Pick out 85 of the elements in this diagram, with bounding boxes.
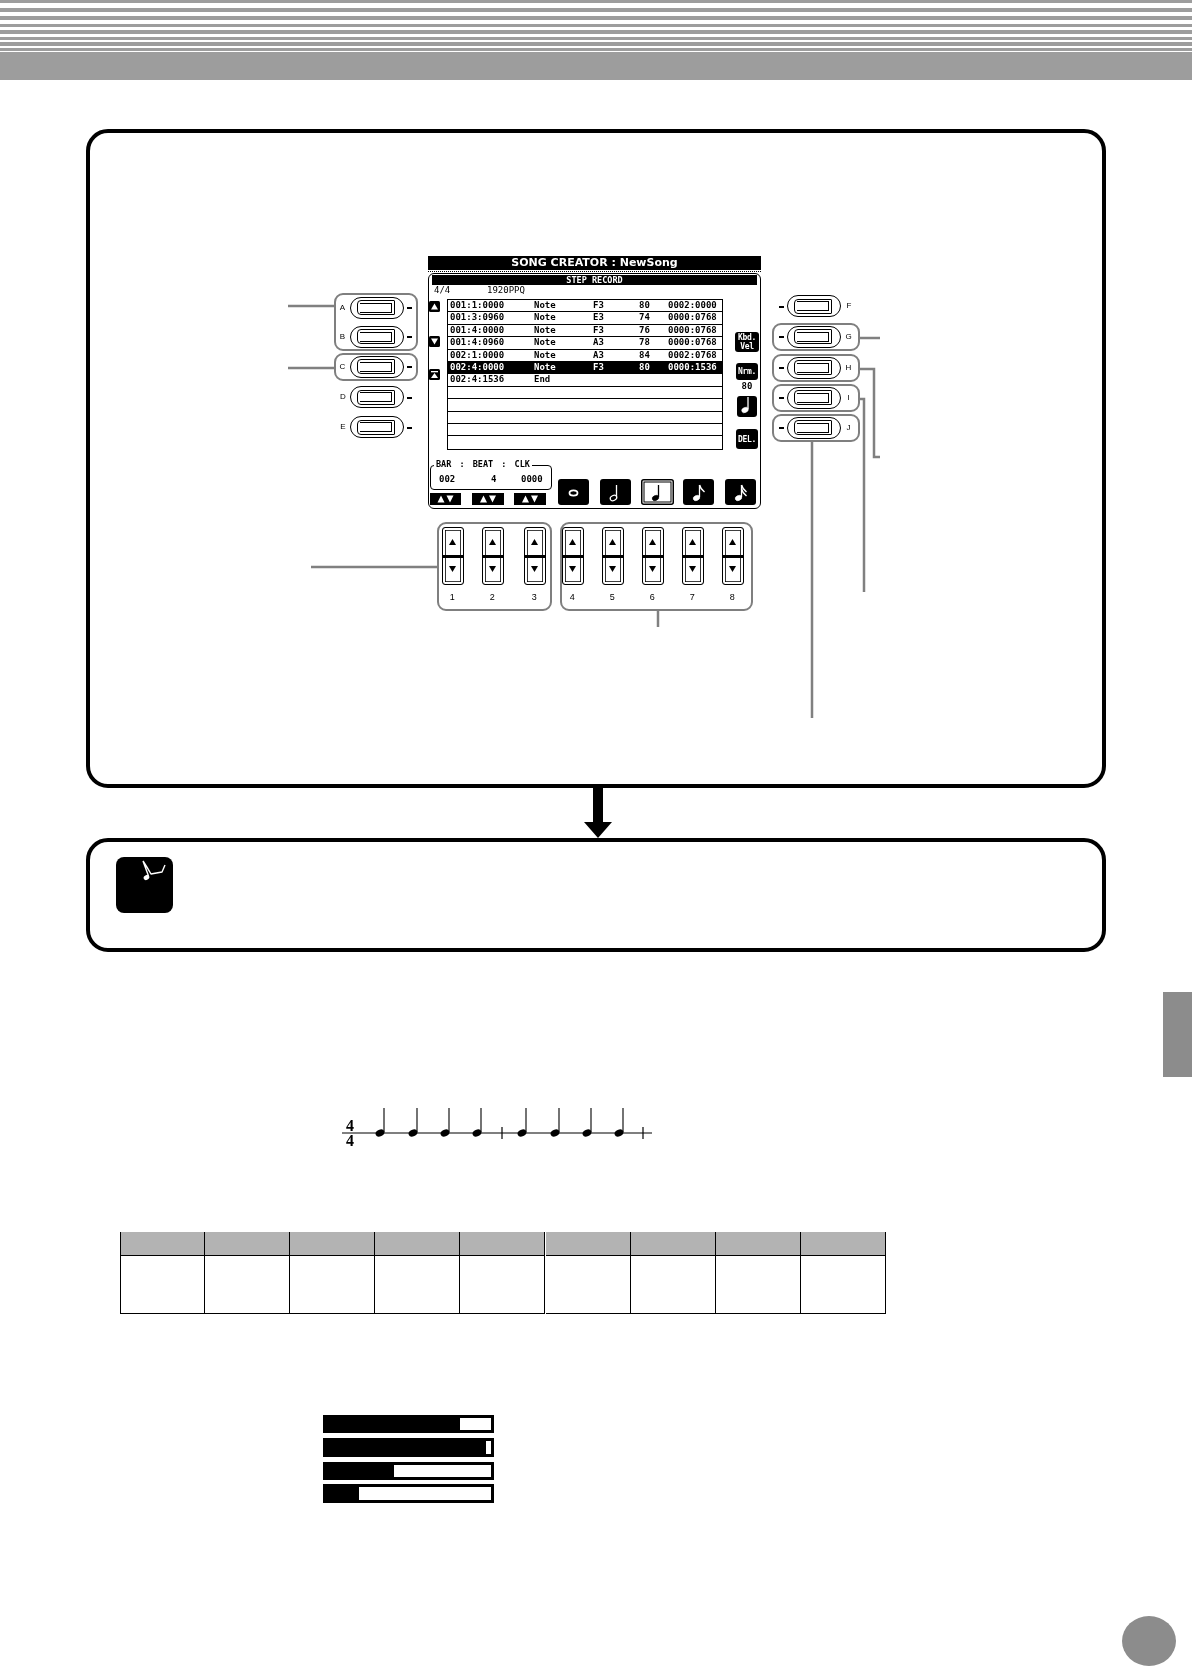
button-letter: A xyxy=(338,302,347,313)
button-group-frame xyxy=(772,384,860,412)
event-length: 0000:0768 xyxy=(668,324,717,337)
field-value: 4 xyxy=(489,474,499,485)
event-position: 001:3:0960 xyxy=(450,312,505,324)
event-position: 001:4:0000 xyxy=(450,324,505,337)
leader-line xyxy=(311,565,437,569)
button-letter: D xyxy=(339,392,347,402)
button-number: 5 xyxy=(608,590,616,603)
screen-value: 80 xyxy=(740,381,754,392)
resolution-text: 1920PPQ xyxy=(487,285,525,296)
event-type: Note xyxy=(534,337,556,349)
button-letter: H xyxy=(844,362,853,373)
button-letter: F xyxy=(845,301,853,311)
leader-line xyxy=(656,611,660,627)
event-position: 002:1:0000 xyxy=(450,349,505,361)
button-number: 8 xyxy=(728,590,736,603)
leader-line xyxy=(288,366,334,370)
button-number: 6 xyxy=(648,590,656,603)
event-length: 0000:0768 xyxy=(668,312,717,324)
field-label: BAR : BEAT : CLK xyxy=(434,459,532,470)
leader-line xyxy=(810,442,814,718)
note-panel xyxy=(86,838,1106,952)
content-panel xyxy=(86,129,1106,788)
event-type: Note xyxy=(534,324,556,337)
event-length: 0002:0000 xyxy=(668,300,717,312)
screen-title: SONG CREATOR : NewSong xyxy=(428,256,761,270)
event-velocity: 78 xyxy=(639,337,650,349)
screen-button: DEL. xyxy=(736,429,758,449)
time-signature-digit: 4 xyxy=(346,1119,354,1132)
event-note: A3 xyxy=(593,349,604,361)
screen-button: Nrm. xyxy=(736,363,758,380)
button-number: 7 xyxy=(688,590,696,603)
event-velocity: 76 xyxy=(639,324,650,337)
button-group-frame xyxy=(560,522,753,611)
button-letter: E xyxy=(339,422,347,432)
screen-header: STEP RECORD xyxy=(432,275,757,285)
button-group-frame xyxy=(772,354,860,382)
event-length: 0000:1536 xyxy=(668,362,717,374)
event-position: 001:4:0960 xyxy=(450,337,505,349)
event-note: F3 xyxy=(593,324,604,337)
event-position: 001:1:0000 xyxy=(450,300,505,312)
event-velocity: 74 xyxy=(639,312,650,324)
event-velocity: 80 xyxy=(639,362,650,374)
leader-line xyxy=(860,397,866,592)
button-group-frame xyxy=(772,323,860,351)
time-signature-digit: 4 xyxy=(346,1134,354,1147)
event-length: 0002:0768 xyxy=(668,349,717,361)
event-note: F3 xyxy=(593,362,604,374)
event-velocity: 80 xyxy=(639,300,650,312)
leader-line xyxy=(860,367,880,459)
event-note: A3 xyxy=(593,337,604,349)
event-type: Note xyxy=(534,349,556,361)
event-type: End xyxy=(534,374,551,386)
leader-line xyxy=(860,336,880,340)
event-type: Note xyxy=(534,312,556,324)
section-tab xyxy=(1163,992,1192,1077)
button-group-frame xyxy=(772,414,860,442)
lcd-screen xyxy=(428,256,761,509)
event-position: 002:4:0000 xyxy=(450,362,505,374)
event-note: F3 xyxy=(593,300,604,312)
button-number: 1 xyxy=(448,590,456,603)
button-group-frame xyxy=(334,353,418,381)
event-velocity: 84 xyxy=(639,349,650,361)
field-value: 002 xyxy=(437,474,458,485)
button-letter: B xyxy=(338,331,347,342)
button-letter: I xyxy=(846,392,851,403)
button-letter: C xyxy=(338,361,347,372)
event-length: 0000:0768 xyxy=(668,337,717,349)
button-group-frame xyxy=(334,293,418,351)
field-value: 0000 xyxy=(519,474,545,485)
event-note: E3 xyxy=(593,312,604,324)
button-letter: J xyxy=(845,422,852,433)
button-number: 2 xyxy=(488,590,496,603)
leader-line xyxy=(288,304,334,308)
event-position: 002:4:1536 xyxy=(450,374,505,386)
button-group-frame xyxy=(437,522,552,611)
event-type: Note xyxy=(534,300,556,312)
event-type: Note xyxy=(534,362,556,374)
meter-text: 4/4 xyxy=(434,285,451,296)
button-letter: G xyxy=(844,331,853,342)
button-number: 3 xyxy=(530,590,538,603)
arrow xyxy=(584,788,612,838)
button-number: 4 xyxy=(568,590,576,603)
screen-button: Kbd. Vel xyxy=(735,332,759,352)
